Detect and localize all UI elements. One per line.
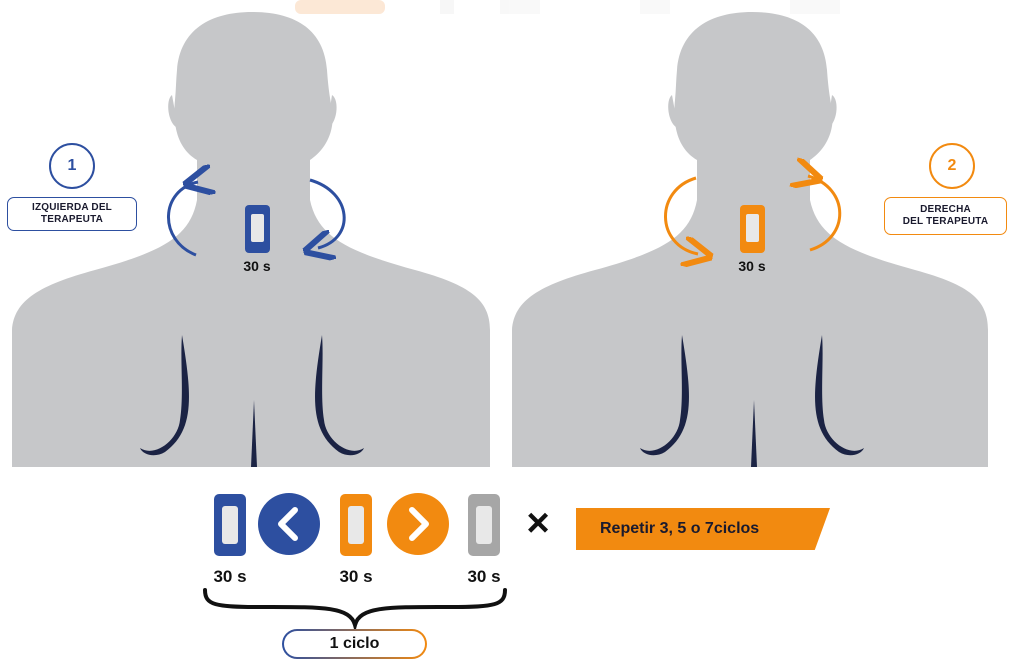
device-gray-icon xyxy=(468,494,500,556)
sequence-icons xyxy=(205,493,505,625)
device-blue-icon xyxy=(214,494,246,556)
cycle-label-text: 1 ciclo xyxy=(284,631,425,657)
sequence-duration-3: 30 s xyxy=(459,567,509,587)
right-body-silhouette xyxy=(512,12,988,467)
arrow-right-icon xyxy=(387,493,449,555)
step-1-badge: 1 xyxy=(49,143,95,189)
step-2-badge: 2 xyxy=(929,143,975,189)
sequence-duration-1: 30 s xyxy=(205,567,255,587)
repeat-cycles-banner: Repetir 3, 5 o 7ciclos xyxy=(576,508,830,550)
repeat-cycles-text: Repetir 3, 5 o 7ciclos xyxy=(600,520,759,538)
multiply-symbol: × xyxy=(520,503,556,543)
left-body-silhouette xyxy=(12,12,490,467)
right-duration: 30 s xyxy=(727,258,777,274)
cycle-brace xyxy=(205,590,505,625)
arrow-left-icon xyxy=(258,493,320,555)
left-duration: 30 s xyxy=(232,258,282,274)
right-therapist-label: DERECHA DEL TERAPEUTA xyxy=(884,197,1007,235)
sequence-duration-2: 30 s xyxy=(331,567,381,587)
device-orange-icon xyxy=(340,494,372,556)
watermark-logo xyxy=(295,0,840,14)
left-therapist-label: IZQUIERDA DEL TERAPEUTA xyxy=(7,197,137,231)
cycle-label-pill: 1 ciclo xyxy=(282,629,427,659)
